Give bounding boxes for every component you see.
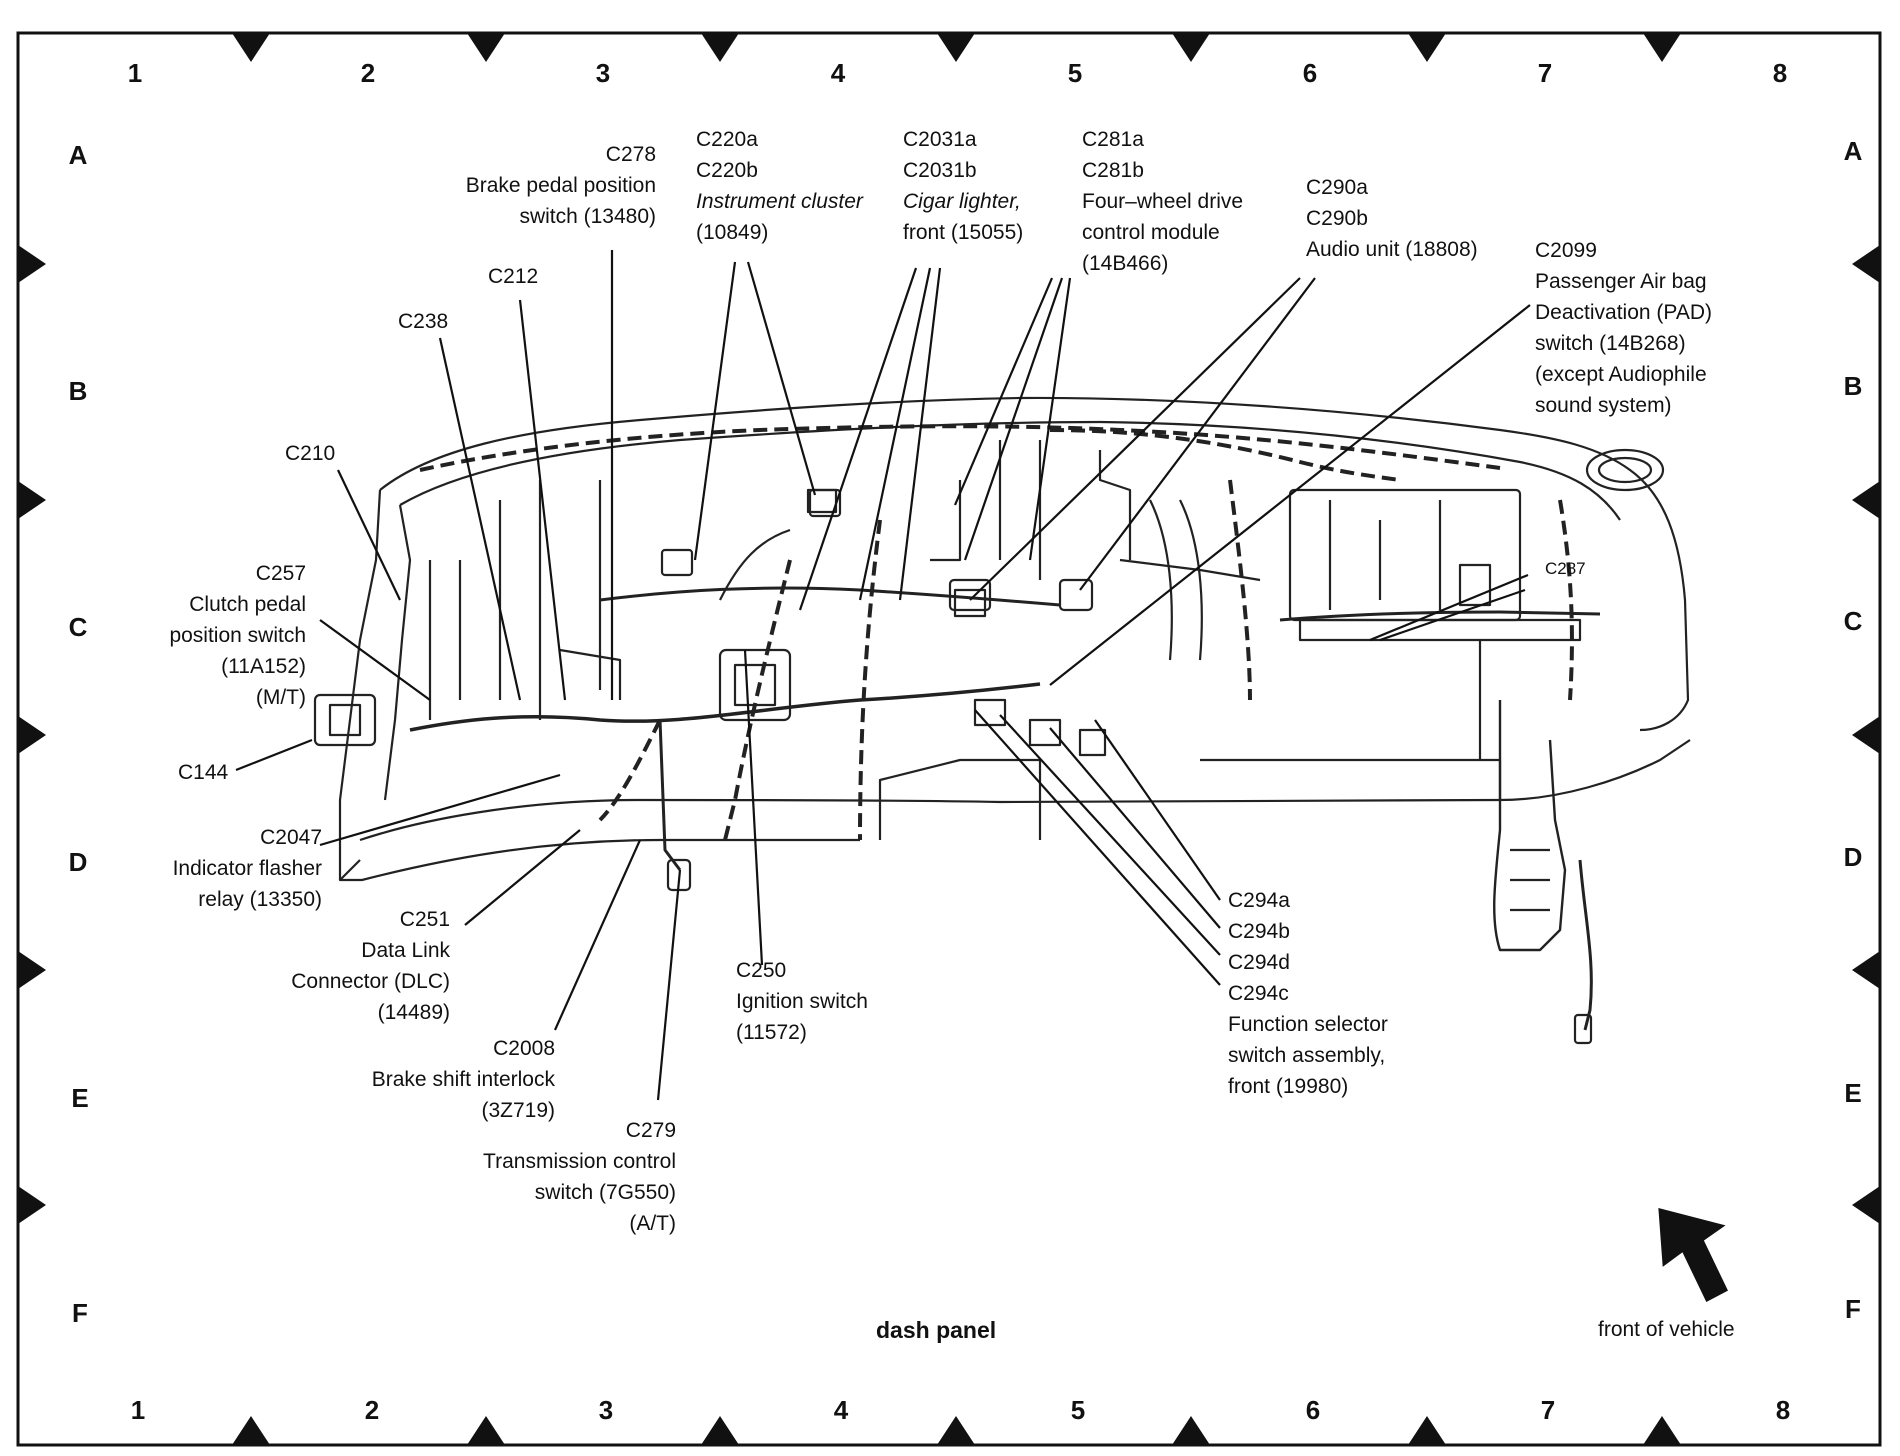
- leader-lines: [235, 250, 1531, 1101]
- label-c144: C144: [178, 761, 229, 784]
- label-c210: C210: [285, 442, 336, 465]
- grid-col-3-bottom: 3: [598, 1395, 614, 1425]
- grid-row-D-right: D: [1843, 842, 1863, 872]
- grid-col-6-bottom: 6: [1305, 1395, 1321, 1425]
- grid-row-F-right: F: [1845, 1294, 1861, 1324]
- grid-col-8-bottom: 8: [1775, 1395, 1791, 1425]
- grid-col-1-top: 1: [127, 58, 143, 88]
- grid-row-F-left: F: [72, 1298, 88, 1328]
- grid-col-5-top: 5: [1067, 58, 1083, 88]
- grid-col-8-top: 8: [1772, 58, 1788, 88]
- grid-col-4-bottom: 4: [833, 1395, 849, 1425]
- front-of-vehicle-label: front of vehicle: [1598, 1318, 1735, 1341]
- grid-markers: [18, 33, 1880, 1445]
- dash-panel-drawing: [313, 396, 1691, 1045]
- grid-col-6-top: 6: [1302, 58, 1318, 88]
- grid-row-A-left: A: [68, 140, 88, 170]
- grid-row-A-right: A: [1843, 136, 1863, 166]
- grid-row-D-left: D: [68, 847, 88, 877]
- grid-col-5-bottom: 5: [1070, 1395, 1086, 1425]
- grid-col-7-bottom: 7: [1540, 1395, 1556, 1425]
- grid-row-B-left: B: [68, 376, 88, 406]
- grid-col-2-top: 2: [360, 58, 376, 88]
- grid-col-2-bottom: 2: [364, 1395, 380, 1425]
- grid-row-B-right: B: [1843, 371, 1863, 401]
- grid-col-4-top: 4: [830, 58, 846, 88]
- label-c212: C212: [488, 265, 539, 288]
- grid-row-E-left: E: [71, 1083, 89, 1113]
- grid-row-E-right: E: [1844, 1078, 1862, 1108]
- front-arrow-icon: [1658, 1208, 1728, 1303]
- label-c287: C287: [1545, 559, 1586, 578]
- label-c238: C238: [398, 310, 449, 333]
- grid-col-1-bottom: 1: [130, 1395, 146, 1425]
- grid-col-3-top: 3: [595, 58, 611, 88]
- grid-row-C-left: C: [68, 612, 88, 642]
- grid-col-7-top: 7: [1537, 58, 1553, 88]
- diagram-title: dash panel: [876, 1317, 997, 1343]
- grid-row-C-right: C: [1843, 606, 1863, 636]
